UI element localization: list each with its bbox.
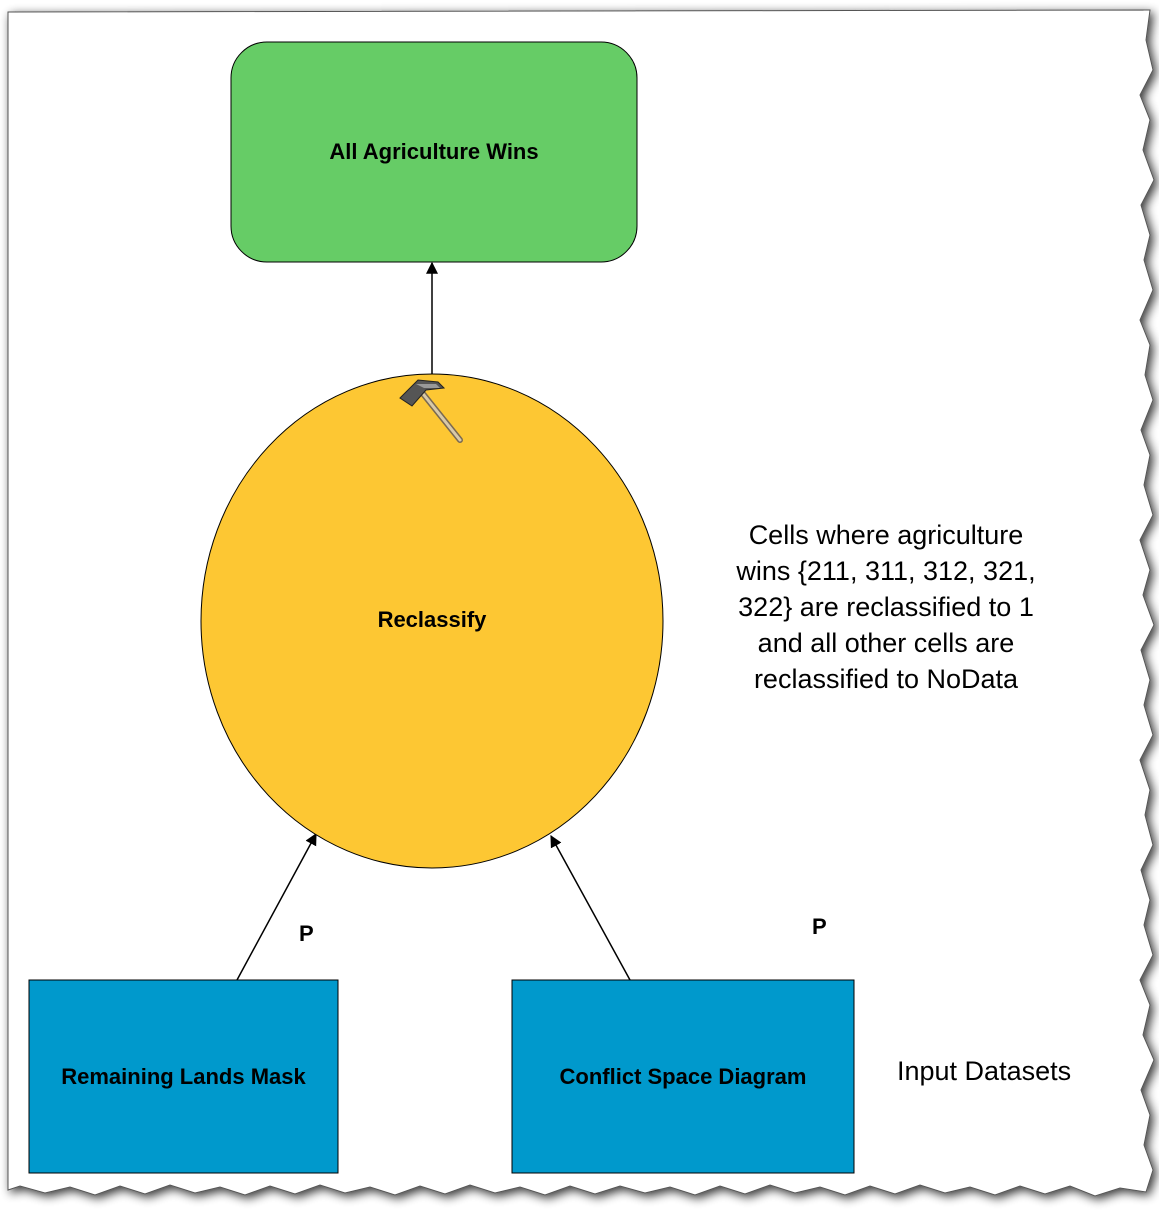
input-node-remaining-lands[interactable] bbox=[28, 979, 339, 1174]
input-datasets-label: Input Datasets bbox=[897, 1056, 1072, 1086]
param-marker-p: P bbox=[812, 914, 827, 939]
connector-input2-to-tool bbox=[550, 834, 631, 981]
connector-input1-to-tool bbox=[236, 832, 317, 981]
tool-node[interactable] bbox=[200, 373, 664, 869]
hammer-icon bbox=[399, 379, 463, 443]
reclassify-note: Cells where agriculture wins {211, 311, … bbox=[736, 520, 1036, 694]
input-node-conflict-space[interactable] bbox=[511, 979, 855, 1174]
output-node[interactable] bbox=[230, 41, 638, 263]
param-marker-p: P bbox=[299, 921, 314, 946]
